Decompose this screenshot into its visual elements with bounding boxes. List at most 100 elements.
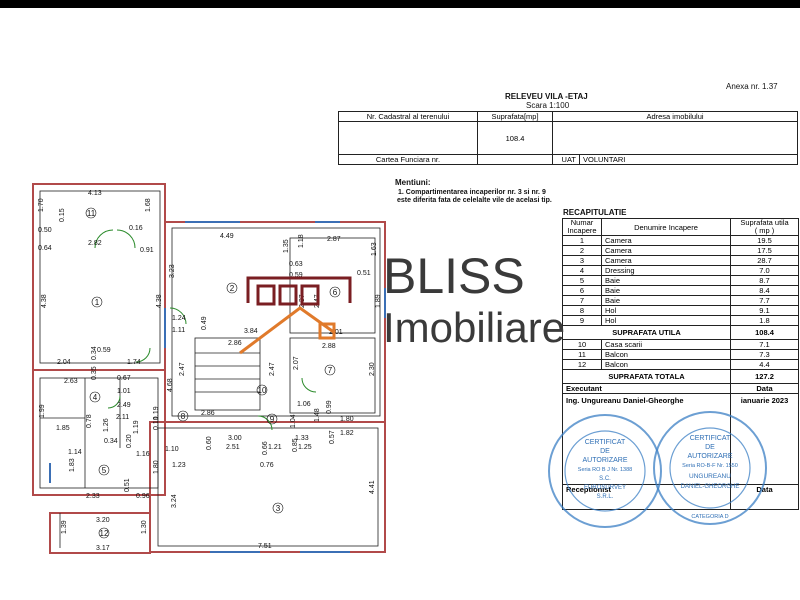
svg-text:0.35: 0.35 — [91, 366, 98, 380]
stamp1-line5: S.C. — [599, 476, 611, 482]
svg-text:1.18: 1.18 — [298, 234, 305, 248]
svg-text:1.19: 1.19 — [133, 420, 140, 434]
svg-text:0.78: 0.78 — [86, 414, 93, 428]
room-number-11: 11 — [87, 209, 96, 218]
svg-text:0.99: 0.99 — [326, 400, 333, 414]
svg-text:0.67: 0.67 — [117, 375, 131, 382]
uat-value: VOLUNTARI — [579, 154, 798, 165]
svg-text:1.16: 1.16 — [136, 451, 150, 458]
svg-text:1.48: 1.48 — [314, 408, 321, 422]
stamp2-line1: CERTIFICAT — [690, 435, 731, 442]
svg-text:3.00: 3.00 — [228, 435, 242, 442]
svg-text:1.04: 1.04 — [290, 414, 297, 428]
svg-text:0.15: 0.15 — [59, 208, 66, 222]
stamp2-line6: DANIEL-GHEORGHE — [681, 484, 740, 490]
svg-text:0.20: 0.20 — [126, 434, 133, 448]
recap-title: RECAPITULATIE — [563, 208, 627, 217]
svg-text:4.49: 4.49 — [220, 233, 234, 240]
bliss-logo-icon — [239, 276, 352, 355]
cadastral-table: Nr. Cadastral al terenului Suprafata[mp]… — [338, 111, 798, 165]
svg-text:0.57: 0.57 — [329, 430, 336, 444]
svg-text:0.66: 0.66 — [262, 441, 269, 455]
stamp1-line6: EUROSURVEY — [584, 485, 626, 491]
svg-text:2.01: 2.01 — [329, 329, 343, 336]
svg-text:1.23: 1.23 — [172, 462, 186, 469]
svg-text:4.13: 4.13 — [88, 190, 102, 197]
svg-text:0.64: 0.64 — [38, 245, 52, 252]
svg-text:1.19: 1.19 — [153, 406, 160, 420]
svg-text:3.24: 3.24 — [171, 494, 178, 508]
svg-text:4.68: 4.68 — [167, 378, 174, 392]
stamp2-line2: DE — [705, 444, 715, 451]
svg-text:0.10: 0.10 — [153, 416, 160, 430]
svg-text:1.06: 1.06 — [297, 401, 311, 408]
svg-text:2.86: 2.86 — [201, 410, 215, 417]
svg-text:0.76: 0.76 — [260, 462, 274, 469]
svg-text:4.38: 4.38 — [41, 294, 48, 308]
room-number-8: 8 — [181, 412, 186, 421]
dimension-labels: 4.13 1.70 0.15 1.68 0.50 0.16 0.64 2.82 … — [38, 190, 382, 552]
cadastral-value — [338, 121, 478, 155]
svg-text:1.25: 1.25 — [298, 444, 312, 451]
svg-text:1.35: 1.35 — [283, 239, 290, 253]
svg-text:4.41: 4.41 — [369, 480, 376, 494]
svg-text:1.99: 1.99 — [39, 404, 46, 418]
room-number-10: 10 — [258, 386, 267, 395]
mentions-line2: este diferita fata de celelalte vile de … — [397, 197, 552, 204]
svg-text:3.17: 3.17 — [96, 545, 110, 552]
svg-text:0.16: 0.16 — [129, 225, 143, 232]
room-number-7: 7 — [328, 366, 333, 375]
svg-text:1.85: 1.85 — [56, 425, 70, 432]
stamp2-line7: CATEGORIA D — [691, 514, 728, 520]
stamp1-line1: CERTIFICAT — [585, 439, 626, 446]
stamp2-line5: UNGUREANU — [689, 473, 731, 480]
svg-text:1.11: 1.11 — [172, 327, 185, 334]
svg-text:3.23: 3.23 — [169, 264, 176, 278]
stamp1-line3: AUTORIZARE — [583, 457, 628, 464]
plan-title: RELEVEU VILA -ETAJ — [505, 92, 588, 101]
annex-number: Anexa nr. 1.37 — [726, 82, 778, 91]
svg-text:0.34: 0.34 — [104, 438, 118, 445]
svg-text:0.91: 0.91 — [140, 247, 154, 254]
room-number-4: 4 — [93, 393, 98, 402]
svg-text:2.04: 2.04 — [57, 359, 71, 366]
svg-text:0.60: 0.60 — [206, 436, 213, 450]
stamp1-line7: S.R.L. — [597, 494, 614, 500]
svg-text:1.89: 1.89 — [375, 294, 382, 308]
svg-text:1.82: 1.82 — [340, 430, 354, 437]
room-number-3: 3 — [276, 504, 281, 513]
svg-text:1.26: 1.26 — [103, 418, 110, 432]
svg-text:1.68: 1.68 — [145, 198, 152, 212]
svg-text:1.74: 1.74 — [127, 359, 141, 366]
svg-text:0.49: 0.49 — [201, 316, 208, 330]
svg-text:2.47: 2.47 — [269, 362, 276, 376]
room-number-6: 6 — [333, 288, 338, 297]
svg-text:1.80: 1.80 — [153, 460, 160, 474]
svg-text:1.30: 1.30 — [141, 520, 148, 534]
svg-text:1.33: 1.33 — [295, 435, 309, 442]
balcony-12-wall — [49, 512, 151, 554]
svg-text:1.14: 1.14 — [68, 449, 82, 456]
plan-scale: Scara 1:100 — [526, 101, 570, 110]
svg-text:2.07: 2.07 — [293, 356, 300, 370]
room-number-1: 1 — [95, 298, 100, 307]
svg-text:1.63: 1.63 — [371, 242, 378, 256]
stamp1-line2: DE — [600, 448, 610, 455]
svg-text:2.11: 2.11 — [116, 414, 129, 421]
svg-text:1.80: 1.80 — [340, 416, 354, 423]
mentions-line1: 1. Compartimentarea incaperilor nr. 3 si… — [398, 189, 546, 196]
room-number-9: 9 — [270, 415, 275, 424]
svg-text:0.34: 0.34 — [91, 346, 98, 360]
svg-text:2.51: 2.51 — [226, 444, 240, 451]
address-value — [552, 121, 798, 155]
svg-text:0.85: 0.85 — [292, 438, 299, 452]
ungureanu-stamp: CERTIFICAT DE AUTORIZARE Seria RO-B-F Nr… — [653, 411, 767, 525]
watermark-bliss: BLISS — [383, 248, 525, 304]
mentions-title: Mentiuni: — [395, 178, 431, 187]
svg-text:2.82: 2.82 — [88, 240, 102, 247]
stamp2-line4: Seria RO-B-F Nr. 1550 — [682, 463, 738, 469]
svg-text:0.59: 0.59 — [289, 272, 303, 279]
svg-text:1.01: 1.01 — [117, 388, 131, 395]
svg-text:1.10: 1.10 — [165, 446, 179, 453]
